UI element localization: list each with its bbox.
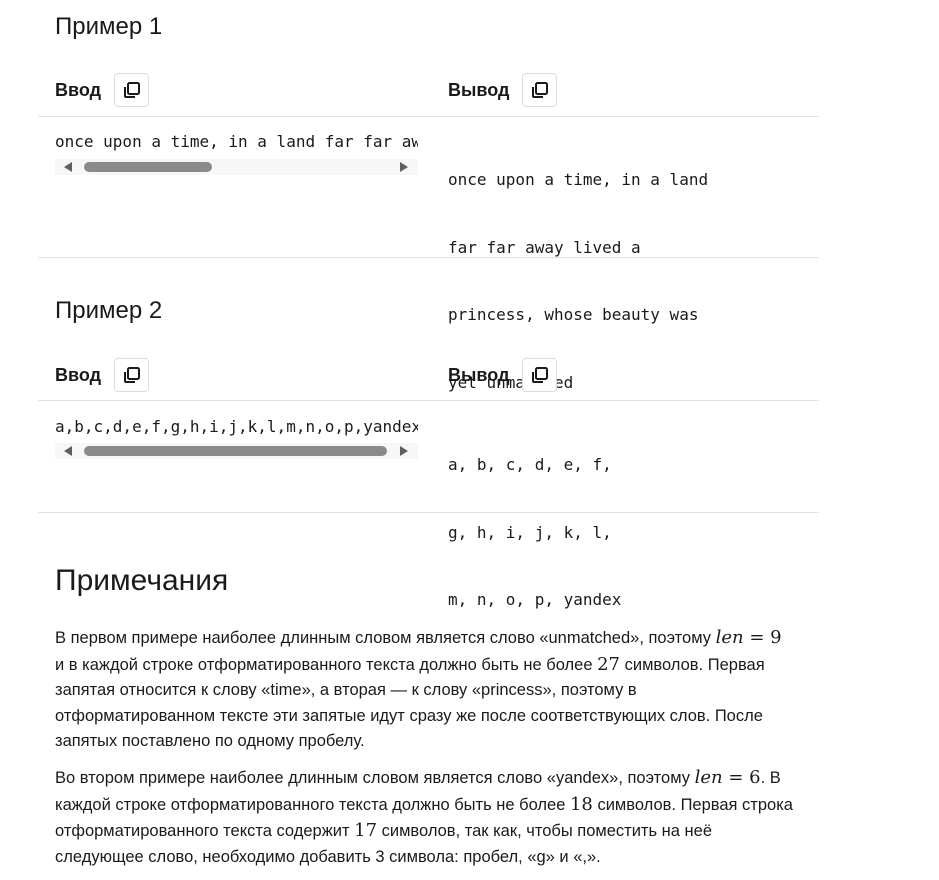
notes-title: Примечания xyxy=(55,564,229,597)
text-fragment: символов. Первая строка xyxy=(592,795,793,814)
math-value: = 9 xyxy=(743,627,782,648)
copy-icon xyxy=(123,82,140,98)
text-line: и в каждой строке отформатированного тек… xyxy=(55,652,855,679)
example-2-top-divider xyxy=(38,400,819,401)
scroll-left-arrow-icon[interactable] xyxy=(64,446,72,456)
example-1-top-divider xyxy=(38,116,819,117)
example-1-output-copy-button[interactable] xyxy=(522,73,558,107)
output-line: far far away lived a xyxy=(448,237,641,257)
text-line: каждой строке отформатированного текста … xyxy=(55,792,855,819)
example-1-input-code[interactable]: once upon a time, in a land far far away… xyxy=(55,132,418,151)
math-expression: len = 6 xyxy=(695,767,761,788)
example-2-output-code[interactable]: a, b, c, d, e, f, g, h, i, j, k, l, m, n… xyxy=(448,412,818,653)
math-number: 17 xyxy=(354,820,378,841)
scroll-right-arrow-icon[interactable] xyxy=(400,446,408,456)
example-1-input-copy-button[interactable] xyxy=(114,73,150,107)
scroll-left-arrow-icon[interactable] xyxy=(64,162,72,172)
example-2-input-code[interactable]: a,b,c,d,e,f,g,h,i,j,k,l,m,n,o,p,yandex xyxy=(55,417,418,436)
example-2-output-copy-button[interactable] xyxy=(522,358,558,392)
text-fragment: В первом примере наиболее длинным словом… xyxy=(55,629,716,647)
example-2-output-header: Вывод xyxy=(448,357,558,393)
text-line: В первом примере наиболее длинным словом… xyxy=(55,625,855,652)
text-fragment: символов, так как, чтобы поместить на не… xyxy=(377,822,713,840)
math-variable: len xyxy=(715,627,744,648)
example-1-bottom-divider xyxy=(38,257,819,258)
text-fragment: каждой строке отформатированного текста … xyxy=(55,795,570,814)
text-line: запятых поставлено по одному пробелу. xyxy=(55,732,365,750)
output-line: a, b, c, d, e, f, xyxy=(448,455,612,474)
text-line: отформатированном тексте эти запятые иду… xyxy=(55,706,763,725)
output-line: m, n, o, p, yandex xyxy=(448,590,622,609)
example-2-input-scrollbar[interactable] xyxy=(55,443,418,459)
example-2-title: Пример 2 xyxy=(55,297,163,324)
output-line: g, h, i, j, k, l, xyxy=(448,522,612,542)
text-line: запятая относится к слову «time», а втор… xyxy=(55,681,637,699)
text-fragment: Во втором примере наиболее длинным слово… xyxy=(55,769,695,787)
text-fragment: . В xyxy=(760,769,781,787)
math-number: 18 xyxy=(569,793,593,815)
text-fragment: отформатированного текста содержит xyxy=(55,822,355,840)
example-2-output-label: Вывод xyxy=(448,364,510,385)
example-1-input-label: Ввод xyxy=(55,79,102,100)
example-2-input-copy-button[interactable] xyxy=(114,358,150,392)
example-2-input-header: Ввод xyxy=(55,357,150,393)
example-1-scroll-thumb[interactable] xyxy=(84,162,212,172)
example-1-output-label: Вывод xyxy=(448,79,510,100)
example-2-input-label: Ввод xyxy=(55,364,102,385)
example-2-bottom-divider xyxy=(38,512,819,513)
example-1-output-header: Вывод xyxy=(448,72,558,108)
output-line: princess, whose beauty was xyxy=(448,305,699,324)
example-2-scroll-thumb[interactable] xyxy=(84,446,387,456)
output-line: once upon a time, in a land xyxy=(448,170,709,189)
math-number: 27 xyxy=(597,653,621,675)
notes-paragraph-2: Во втором примере наиболее длинным слово… xyxy=(55,765,855,870)
example-1-input-scrollbar[interactable] xyxy=(55,159,418,175)
copy-icon xyxy=(531,82,548,98)
text-line: Во втором примере наиболее длинным слово… xyxy=(55,765,855,792)
notes-paragraph-1: В первом примере наиболее длинным словом… xyxy=(55,625,855,755)
text-line: следующее слово, необходимо добавить 3 с… xyxy=(55,847,601,866)
text-line: отформатированного текста содержит 17 си… xyxy=(55,818,855,845)
math-value: = 6 xyxy=(722,767,761,788)
math-expression: len = 9 xyxy=(716,627,782,648)
example-1-input-header: Ввод xyxy=(55,72,150,108)
math-variable: len xyxy=(694,767,723,788)
scroll-right-arrow-icon[interactable] xyxy=(400,162,408,172)
copy-icon xyxy=(531,367,548,383)
copy-icon xyxy=(123,367,140,383)
text-fragment: символов. Первая xyxy=(620,655,765,674)
text-fragment: и в каждой строке отформатированного тек… xyxy=(55,655,598,674)
example-1-title: Пример 1 xyxy=(55,13,163,40)
